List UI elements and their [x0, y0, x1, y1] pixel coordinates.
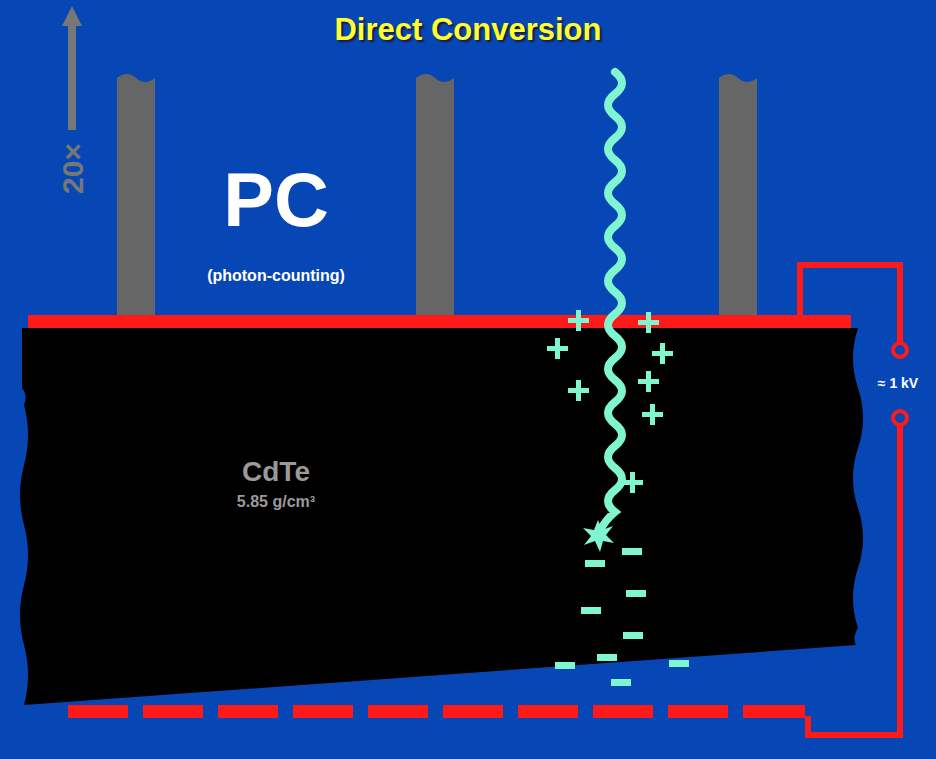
cdte-slab — [20, 328, 863, 705]
scale-factor: 20× — [55, 143, 88, 194]
electron-charges — [555, 548, 689, 686]
material-name: CdTe — [242, 456, 310, 488]
density-value: 5.85 g/cm³ — [237, 493, 315, 511]
collimator-septa — [117, 74, 757, 318]
detector-crystal: CdTe 5.85 g/cm³ — [24, 330, 856, 703]
bias-voltage: ≈ 1 kV — [878, 376, 918, 391]
bias-wire — [800, 265, 907, 735]
hole-charges — [547, 310, 673, 493]
mode-description: (photon-counting) — [207, 267, 345, 285]
mode-name: PC — [223, 158, 329, 242]
x-ray-photon — [598, 72, 622, 534]
diagram-title: Direct Conversion — [334, 12, 601, 48]
interaction-burst — [583, 520, 614, 552]
scale-arrow — [62, 6, 82, 130]
top-electrode — [28, 315, 851, 328]
pixel-electrodes — [68, 705, 805, 718]
